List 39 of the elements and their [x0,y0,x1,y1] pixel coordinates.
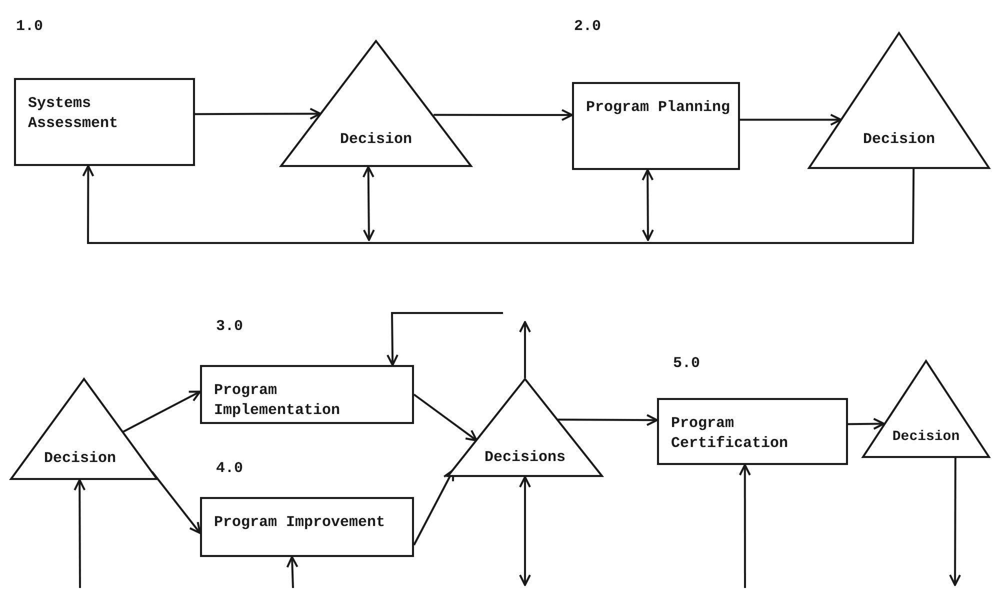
arrow [738,464,751,588]
arrow [740,114,842,126]
decision-triangle [280,40,472,167]
arrow [434,109,573,121]
step-number: 5.0 [673,355,700,372]
process-label: Program Improvement [214,513,386,533]
arrow [151,471,201,534]
step-number: 3.0 [216,318,244,335]
decision-triangle [10,378,158,480]
arrow [642,169,654,241]
process-label: Program Planning [586,98,732,118]
arrow [413,469,454,546]
arrow [74,479,86,588]
decision-triangle [447,378,603,477]
process-label: Program Implementation [214,381,342,421]
step-number: 1.0 [16,18,44,35]
decision-label: Decisions [483,449,566,467]
arrow [286,556,298,588]
arrow [362,166,375,241]
arrow [558,414,658,426]
arrow [949,458,962,586]
step-number: 2.0 [574,18,602,35]
arrow [195,108,322,120]
decision-label: Decision [891,428,961,446]
process-label: Systems Assessment [28,94,120,134]
arrow [519,321,531,378]
arrow [386,312,503,366]
arrow [82,165,915,244]
decision-triangle [862,360,990,458]
decision-label: Decision [42,450,117,468]
decision-label: Decision [338,131,413,149]
arrow [519,476,531,586]
decision-triangle [808,32,990,169]
process-label: Program Certification [671,414,790,454]
arrow [848,418,885,430]
step-number: 4.0 [216,460,244,477]
arrow [413,394,478,442]
decision-label: Decision [862,131,936,149]
arrow [122,390,201,433]
